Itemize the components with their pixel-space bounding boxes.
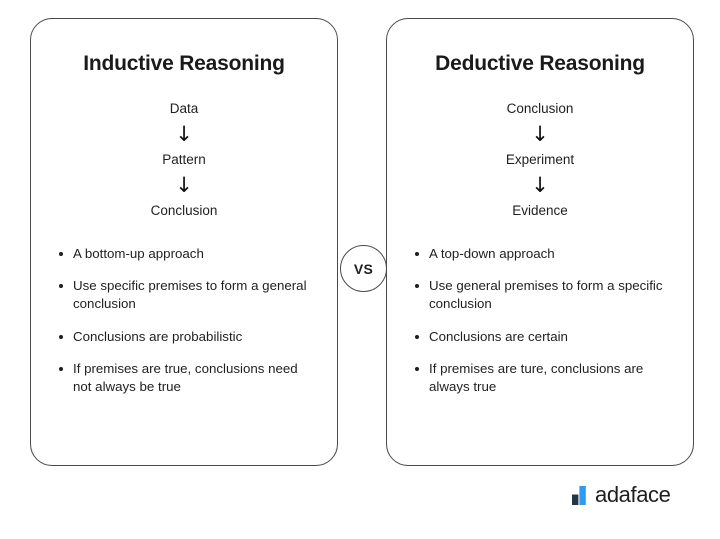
list-item: If premises are ture, conclusions are al… xyxy=(415,360,671,397)
flow-step-evidence: Evidence xyxy=(512,202,568,218)
list-item: A bottom-up approach xyxy=(59,245,315,263)
card-title-deductive: Deductive Reasoning xyxy=(435,52,645,75)
vs-badge: VS xyxy=(340,245,387,292)
bullet-list-deductive: A top-down approach Use general premises… xyxy=(387,245,693,397)
list-item: Use specific premises to form a general … xyxy=(59,277,315,314)
list-item: A top-down approach xyxy=(415,245,671,263)
flow-step-conclusion: Conclusion xyxy=(150,202,218,218)
list-item: Conclusions are probabilistic xyxy=(59,328,315,346)
flow-step-pattern: Pattern xyxy=(162,151,206,167)
flow-deductive: Conclusion ↓ Experiment ↓ Evidence xyxy=(387,101,693,219)
flow-step-experiment: Experiment xyxy=(505,151,575,167)
adaface-bar-logo-icon xyxy=(572,485,586,505)
list-item: If premises are true, conclusions need n… xyxy=(59,360,315,397)
down-arrow-icon: ↓ xyxy=(175,172,193,197)
flow-step-conclusion: Conclusion xyxy=(506,101,574,116)
down-arrow-icon: ↓ xyxy=(531,121,549,146)
adaface-wordmark: adaface xyxy=(595,482,671,507)
adaface-logo: adaface xyxy=(572,484,671,506)
list-item: Conclusions are certain xyxy=(415,328,671,346)
down-arrow-icon: ↓ xyxy=(531,172,549,197)
down-arrow-icon: ↓ xyxy=(175,121,193,146)
flow-step-data: Data xyxy=(169,101,199,116)
bullet-list-inductive: A bottom-up approach Use specific premis… xyxy=(31,245,337,397)
card-inductive-reasoning: Inductive Reasoning Data ↓ Pattern ↓ Con… xyxy=(30,18,338,466)
list-item: Use general premises to form a specific … xyxy=(415,277,671,314)
card-title-inductive: Inductive Reasoning xyxy=(83,52,285,75)
flow-inductive: Data ↓ Pattern ↓ Conclusion xyxy=(31,101,337,219)
card-deductive-reasoning: Deductive Reasoning Conclusion ↓ Experim… xyxy=(386,18,694,466)
